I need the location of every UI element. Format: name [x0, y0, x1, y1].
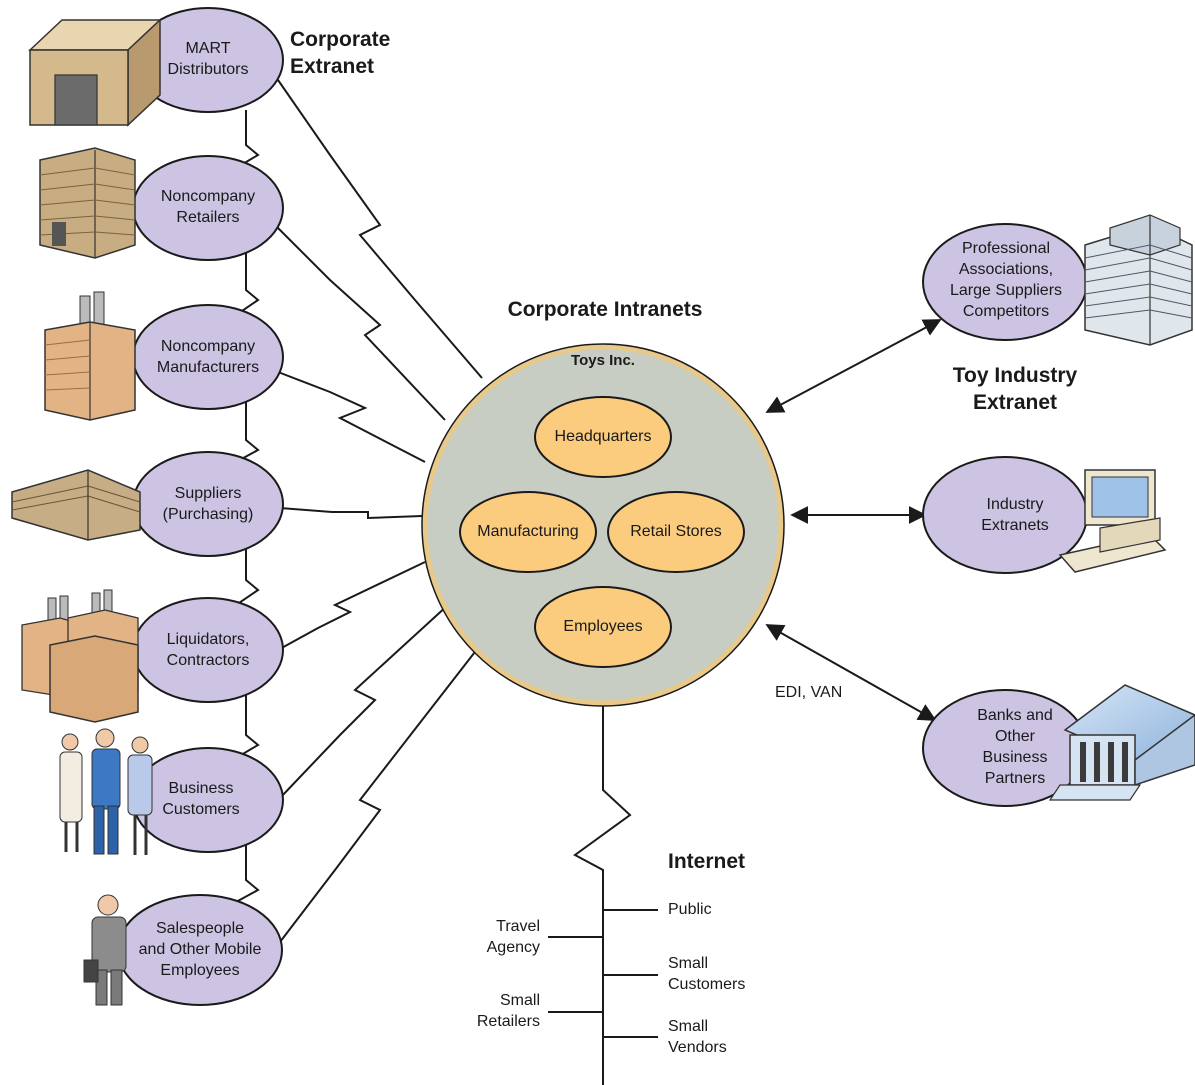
edi-van-label: EDI, VAN	[775, 684, 843, 701]
hub-circle-outline	[421, 343, 785, 707]
node-banks-partners: Banks and Other Business Partners	[977, 707, 1053, 787]
right-node-ovals	[922, 223, 1088, 807]
heading-corporate-intranets: Corporate Intranets	[507, 298, 703, 321]
hub-title: Toys Inc.	[571, 352, 635, 369]
internet-trunk	[573, 700, 632, 1085]
unit-headquarters-oval	[534, 396, 672, 478]
unit-manufacturing: Manufacturing	[477, 523, 579, 540]
computer-icon	[1058, 469, 1167, 573]
supplier-building-icon	[11, 469, 141, 541]
warehouse-icon	[28, 18, 162, 127]
node-mart-distributors: MART Distributors	[167, 40, 249, 78]
salesperson-icon	[83, 894, 127, 1006]
unit-employees-oval	[534, 586, 672, 668]
link-customers	[279, 604, 449, 799]
node-noncompany-manufacturers: Noncompany Manufacturers	[156, 338, 260, 376]
factories-cluster-icon	[21, 589, 139, 723]
link-suppliers	[279, 507, 423, 520]
heading-internet: Internet	[668, 850, 746, 873]
arrow-professional	[765, 319, 942, 413]
node-industry-extranets: Industry Extranets	[981, 496, 1049, 534]
node-suppliers: Suppliers (Purchasing)	[162, 485, 254, 523]
node-business-customers: Business Customers	[162, 780, 240, 818]
heading-corporate-extranet: Corporate Extranet	[290, 28, 391, 78]
internet-public: Public	[668, 901, 712, 918]
heading-toy-industry-extranet: Toy Industry Extranet	[952, 364, 1078, 414]
arrow-banks	[765, 624, 937, 721]
link-salespeople	[279, 647, 479, 943]
internet-travel-agency: Travel Agency	[486, 918, 540, 956]
left-node-ovals	[117, 7, 284, 1006]
factory-icon	[44, 291, 136, 421]
node-salespeople: Salespeople and Other Mobile Employees	[138, 920, 262, 979]
hub-circle	[422, 344, 784, 706]
office-building-icon	[39, 147, 136, 259]
node-noncompany-retailers: Noncompany Retailers	[160, 188, 256, 226]
internet-small-vendors: Small Vendors	[668, 1018, 727, 1056]
unit-headquarters: Headquarters	[554, 428, 652, 445]
unit-employees: Employees	[563, 618, 643, 635]
internet-small-customers: Small Customers	[668, 955, 746, 993]
node-liquidators: Liquidators, Contractors	[166, 631, 250, 669]
business-people-icon	[59, 728, 153, 855]
unit-retail-oval	[607, 491, 745, 573]
unit-retail-stores: Retail Stores	[630, 523, 722, 540]
link-liquidators	[277, 561, 426, 651]
bank-icon	[1048, 684, 1195, 801]
node-professional-associations: Professional Associations, Large Supplie…	[949, 240, 1063, 320]
link-retailers	[277, 227, 446, 421]
unit-manufacturing-oval	[459, 491, 597, 573]
link-mart	[277, 79, 483, 379]
internet-small-retailers: Small Retailers	[476, 992, 540, 1030]
skyscraper-icon	[1084, 214, 1193, 346]
link-manufacturers	[277, 371, 426, 463]
